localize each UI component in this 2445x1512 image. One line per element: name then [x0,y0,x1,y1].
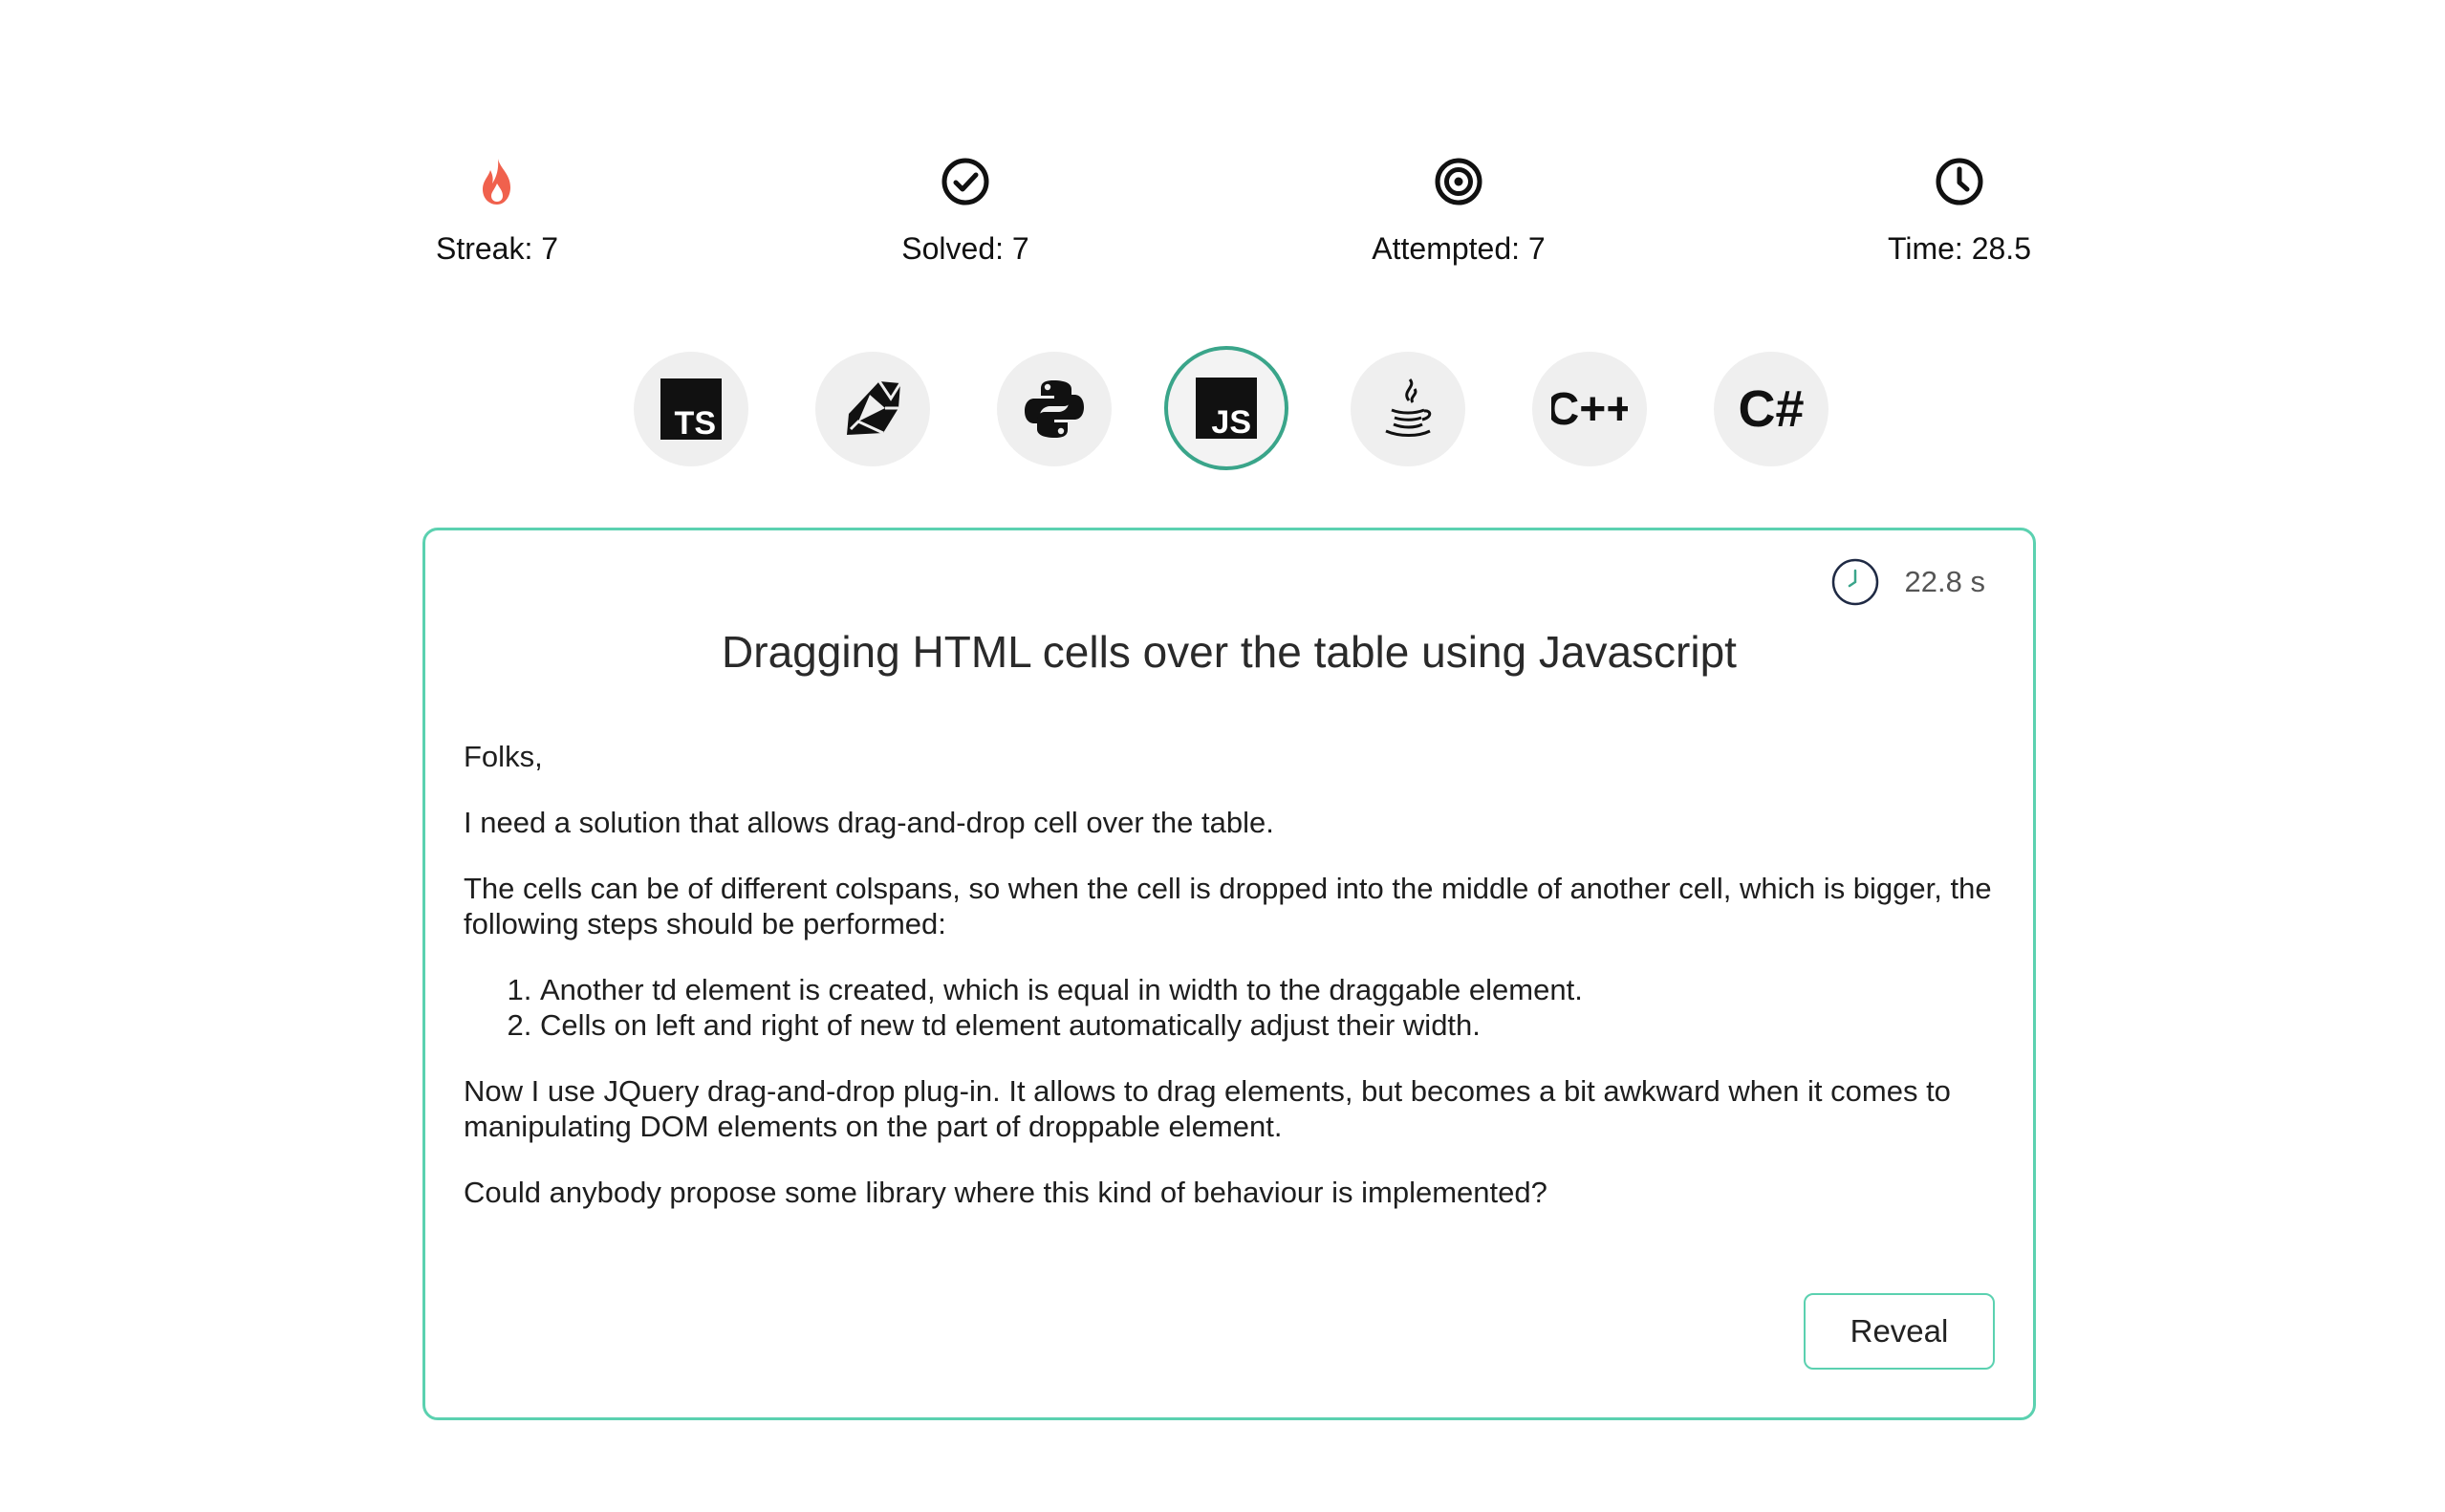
list-item: Cells on left and right of new td elemen… [540,1007,1995,1043]
solved-label: Solved: 7 [901,231,1029,266]
svg-text:TS: TS [675,405,716,440]
clock-icon [1936,158,1983,205]
svg-text:JS: JS [1211,404,1251,439]
solved-stat: Solved: 7 [812,153,1118,267]
lang-cplusplus[interactable]: C++ [1532,352,1647,466]
reveal-button[interactable]: Reveal [1804,1293,1995,1370]
streak-stat: Streak: 7 [344,153,650,267]
lang-java[interactable] [1351,352,1465,466]
language-selector: TS JS [0,346,2445,470]
attempted-stat: Attempted: 7 [1306,153,1612,267]
lang-python[interactable] [997,352,1112,466]
stats-bar: Streak: 7 Solved: 7 Attempted: 7 Time: 2… [344,153,2179,287]
body-paragraph: Folks, [464,740,543,773]
java-icon [1385,378,1432,437]
body-paragraph: Could anybody propose some library where… [464,1176,1547,1209]
flame-icon [483,159,510,205]
stopwatch-icon [1831,558,1878,606]
list-item: Another td element is created, which is … [540,972,1995,1007]
cplusplus-icon: C++ [1551,384,1628,435]
timer-value: 22.8 s [1904,565,1985,598]
target-icon [1435,158,1482,205]
lang-typescript[interactable]: TS [634,352,748,466]
svg-text:C++: C++ [1551,384,1628,435]
csharp-icon: C# [1738,380,1804,438]
check-circle-icon [941,158,989,205]
question-body: Folks, I need a solution that allows dra… [464,739,1995,1241]
lang-ruby[interactable] [815,352,930,466]
question-timer: 22.8 s [1830,555,1985,609]
steps-list: Another td element is created, which is … [464,972,1995,1043]
body-paragraph: I need a solution that allows drag-and-d… [464,806,1274,839]
lang-csharp[interactable]: C# [1714,352,1828,466]
streak-label: Streak: 7 [435,231,559,266]
time-label: Time: 28.5 [1888,231,2031,266]
attempted-label: Attempted: 7 [1372,231,1546,266]
body-paragraph: The cells can be of different colspans, … [464,872,1992,940]
time-stat: Time: 28.5 [1807,153,2112,267]
question-title: Dragging HTML cells over the table using… [722,627,1737,677]
body-paragraph: Now I use JQuery drag-and-drop plug-in. … [464,1074,1951,1143]
python-icon [1025,380,1084,438]
ruby-icon [847,380,902,435]
javascript-icon: JS [1196,378,1257,439]
typescript-icon: TS [660,378,722,440]
lang-javascript[interactable]: JS [1164,346,1288,470]
svg-text:C#: C# [1738,380,1804,438]
question-card: 22.8 s Dragging HTML cells over the tabl… [422,528,2036,1420]
